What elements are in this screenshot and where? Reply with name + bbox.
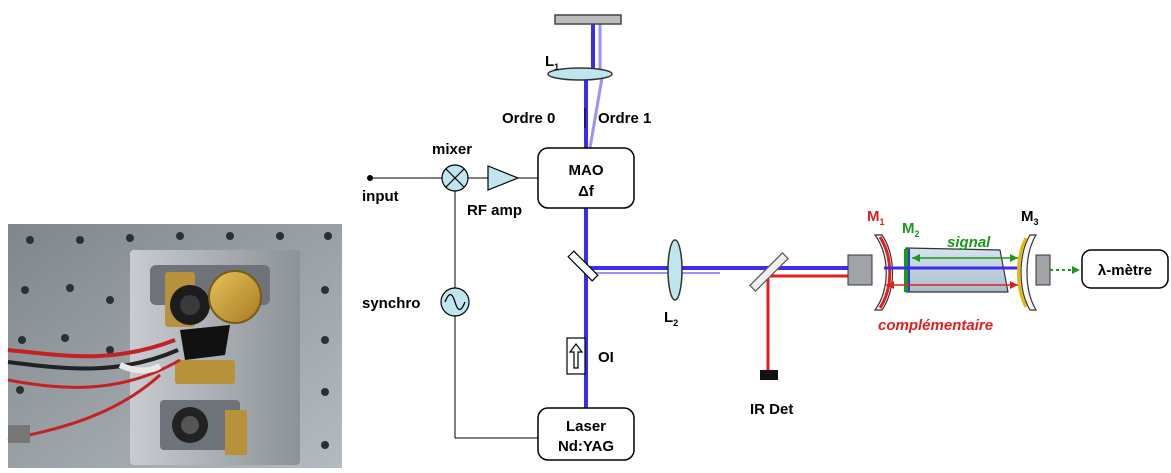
m2-label: M2 [902,220,920,239]
wavemeter-label: λ-mètre [1098,262,1152,279]
dichroic-mirror [567,250,599,282]
connector [8,425,30,443]
oi-label: OI [598,349,614,366]
m3-coating [1017,237,1028,308]
order-1-beam [588,77,604,149]
mao-label: MAO [569,162,604,179]
input-label: input [362,188,399,205]
ir-detector [760,370,778,380]
rf-amp-label: RF amp [467,202,522,219]
arrow-up-icon [568,343,584,369]
setup-photo [7,224,342,468]
mirror-m3 [1020,234,1038,311]
signal-label: signal [947,234,991,251]
rf-amplifier-icon [487,165,520,191]
heatsink [180,325,230,360]
m3-mount [1035,254,1051,286]
order-0-label: Ordre 0 [502,110,555,127]
synchro-oscillator-icon [440,287,470,317]
lens-l1-icon [547,67,613,81]
mixer-label: mixer [432,141,472,158]
arrow-right-icon [1072,266,1080,274]
mixer-icon [441,164,469,192]
m1-mount [847,254,873,286]
laser-label: Laser [566,418,606,435]
lens-l2-label: L2 [664,309,678,328]
mao-delta-f-label: Δf [578,183,595,200]
lens-l1-label: L1 [545,53,559,72]
m3-label: M3 [1021,208,1039,227]
cable-black [7,348,179,371]
cable-tie [118,362,162,374]
lens-l2-icon [667,239,683,301]
synchro-label: synchro [362,295,420,312]
laser-type-label: Nd:YAG [558,438,614,455]
wavemeter-box [1081,249,1169,289]
cable-red [7,338,176,359]
breadboard-holes [16,232,332,449]
complementaire-label: complémentaire [878,317,993,334]
top-mirror [554,14,622,25]
coin-scale-reference [208,270,262,324]
m1-label: M1 [867,208,885,227]
brass-holder-mid [175,360,235,384]
order-1-label: Ordre 1 [598,110,651,127]
pump-beam-paths [584,24,860,408]
separation-mirror [749,252,789,292]
m1-coating [878,236,892,309]
ir-det-label: IR Det [750,401,793,418]
laser-box [537,407,635,461]
